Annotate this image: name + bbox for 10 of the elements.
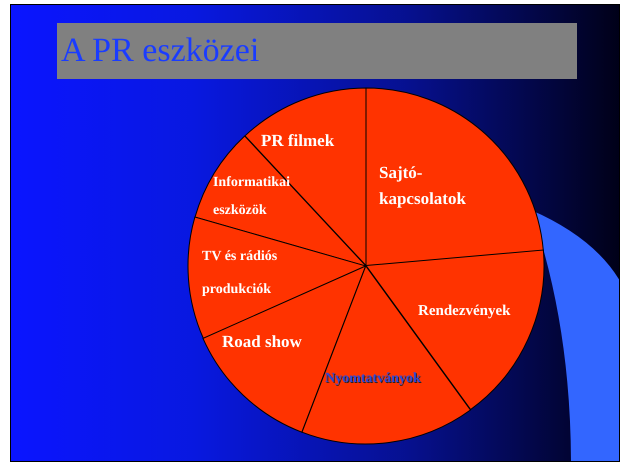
slice-label: Rendezvények xyxy=(418,302,510,321)
pie-slice xyxy=(366,88,544,266)
pie-slice xyxy=(194,136,366,266)
slice-label: TV és rádiós produkciók xyxy=(202,248,278,299)
slide-title: A PR eszközei xyxy=(57,23,577,79)
slice-label: Sajtó-kapcsolatok xyxy=(379,162,467,210)
slice-label: PR filmek xyxy=(260,130,334,152)
slice-label: Nyomtatványok xyxy=(324,370,421,388)
slice-label: Informatikai eszközök xyxy=(212,174,291,220)
slice-label: Road show xyxy=(222,331,302,353)
